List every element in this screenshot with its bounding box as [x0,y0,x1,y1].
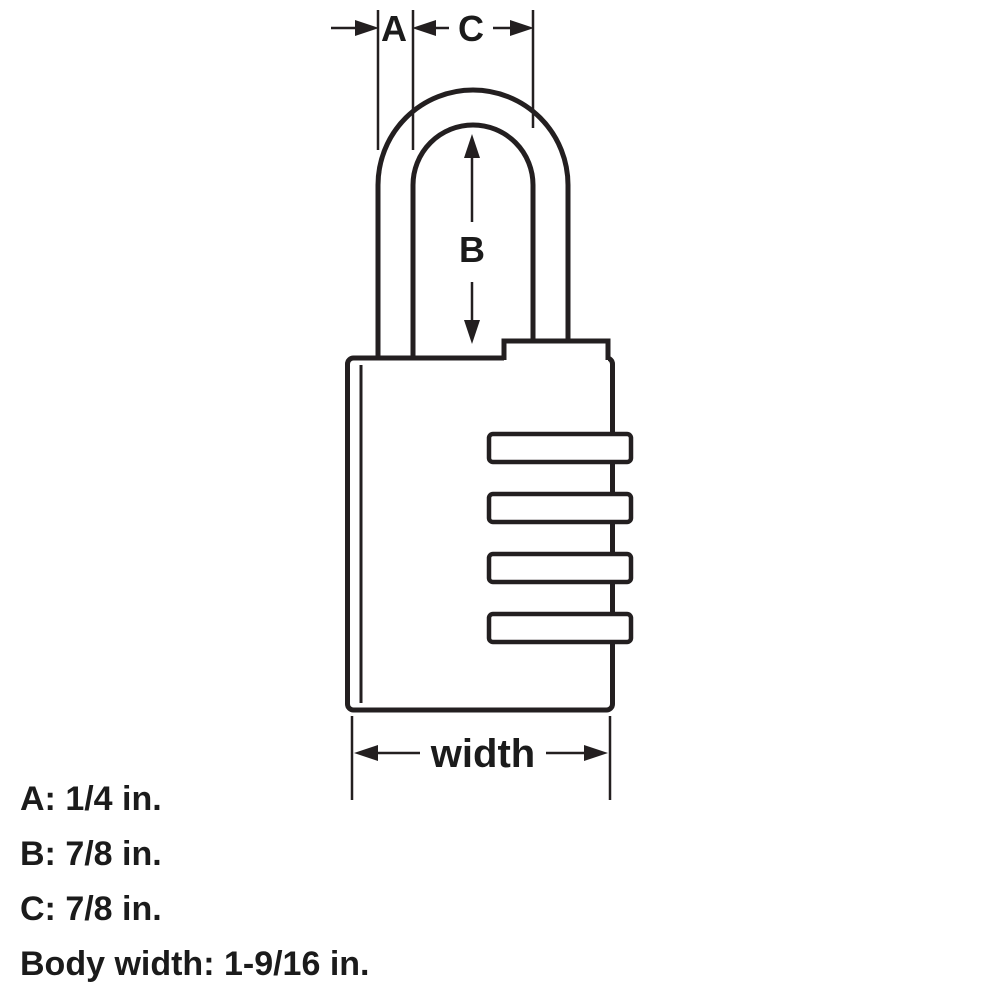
dim-width-label: width [430,732,535,776]
dial-slot-3 [486,551,634,585]
dim-width-arrowhead-right-icon [584,745,608,761]
top-extension-lines [376,10,535,150]
dimension-a: A [331,8,407,49]
dim-c-label: C [458,8,484,49]
shackle-seat-outline [501,338,611,360]
body-outline [345,355,615,713]
lock-body [345,338,615,713]
dim-a-arrowhead-right-icon [355,20,379,36]
dimension-c: C [412,8,534,49]
spec-line-b: B: 7/8 in. [20,835,162,873]
dim-b-arrowhead-up-icon [464,134,480,158]
dim-b-label: B [459,229,485,270]
dim-width-arrowhead-left-icon [354,745,378,761]
dim-a-label: A [381,8,407,49]
shackle-outer-outline [375,87,571,360]
dimension-b: B [459,134,485,344]
dimension-width: width [350,716,612,800]
dial-slot-4 [486,611,634,645]
spec-list: A: 1/4 in. B: 7/8 in. C: 7/8 in. Body wi… [20,772,369,992]
dim-c-arrowhead-left-icon [412,20,436,36]
drawing-root: A C B [331,8,634,800]
dim-b-arrowhead-down-icon [464,320,480,344]
dial-slot-2 [486,491,634,525]
spec-line-c: C: 7/8 in. [20,890,162,928]
shackle [375,87,571,360]
spec-line-body-width: Body width: 1-9/16 in. [20,945,370,983]
dim-c-arrowhead-right-icon [510,20,534,36]
spec-line-a: A: 1/4 in. [20,780,162,818]
dial-slot-1 [486,431,634,465]
shackle-seat-fill [504,341,608,361]
shackle-inner-outline [410,122,536,360]
combination-dials [486,431,634,645]
